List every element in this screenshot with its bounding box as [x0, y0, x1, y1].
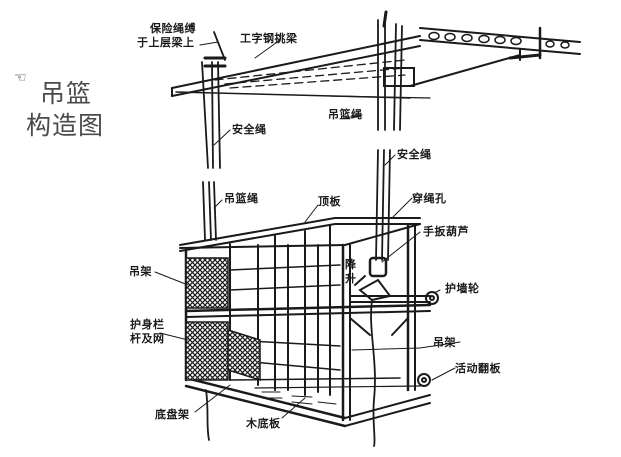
label-safety-rope-tie-line2: 于上层梁上	[137, 36, 195, 49]
label-lift: 降升	[345, 258, 357, 285]
label-safety-rope-right: 安全绳	[397, 148, 432, 161]
label-wall-wheel: 护墙轮	[445, 282, 480, 295]
label-guardrail-net-line2: 杆及网	[130, 332, 165, 345]
guardrail-mesh	[185, 257, 261, 382]
label-hanging-frame-left: 吊架	[129, 265, 152, 278]
lower-ropes	[202, 149, 391, 447]
label-hand-hoist: 手扳葫芦	[423, 225, 469, 238]
diagram-title-line2: 构造图	[26, 111, 105, 140]
label-basket-rope-left: 吊篮绳	[224, 192, 259, 205]
basket-frame	[179, 217, 439, 428]
label-rope-hole: 穿绳孔	[412, 192, 447, 205]
label-chassis-frame: 底盘架	[155, 408, 190, 421]
label-safety-rope-tie-line1: 保险绳缚	[150, 22, 196, 35]
i-beam-cantilever	[171, 26, 581, 99]
hand-pointer-icon: ☜	[14, 70, 27, 86]
label-movable-flap: 活动翻板	[455, 362, 501, 375]
label-safety-rope-left: 安全绳	[232, 123, 267, 136]
label-wood-floor: 木底板	[246, 417, 281, 430]
label-guardrail-net-line1: 护身栏	[130, 318, 165, 331]
label-i-beam-cantilever: 工字钢挑梁	[240, 32, 298, 45]
label-hanging-frame-right: 吊架	[433, 336, 456, 349]
leader-lines	[154, 39, 461, 419]
label-basket-rope-top: 吊篮绳	[328, 108, 363, 121]
top-ropes	[201, 10, 403, 169]
label-top-plate: 顶板	[318, 195, 341, 208]
diagram-title-line1: 吊篮	[40, 79, 93, 108]
